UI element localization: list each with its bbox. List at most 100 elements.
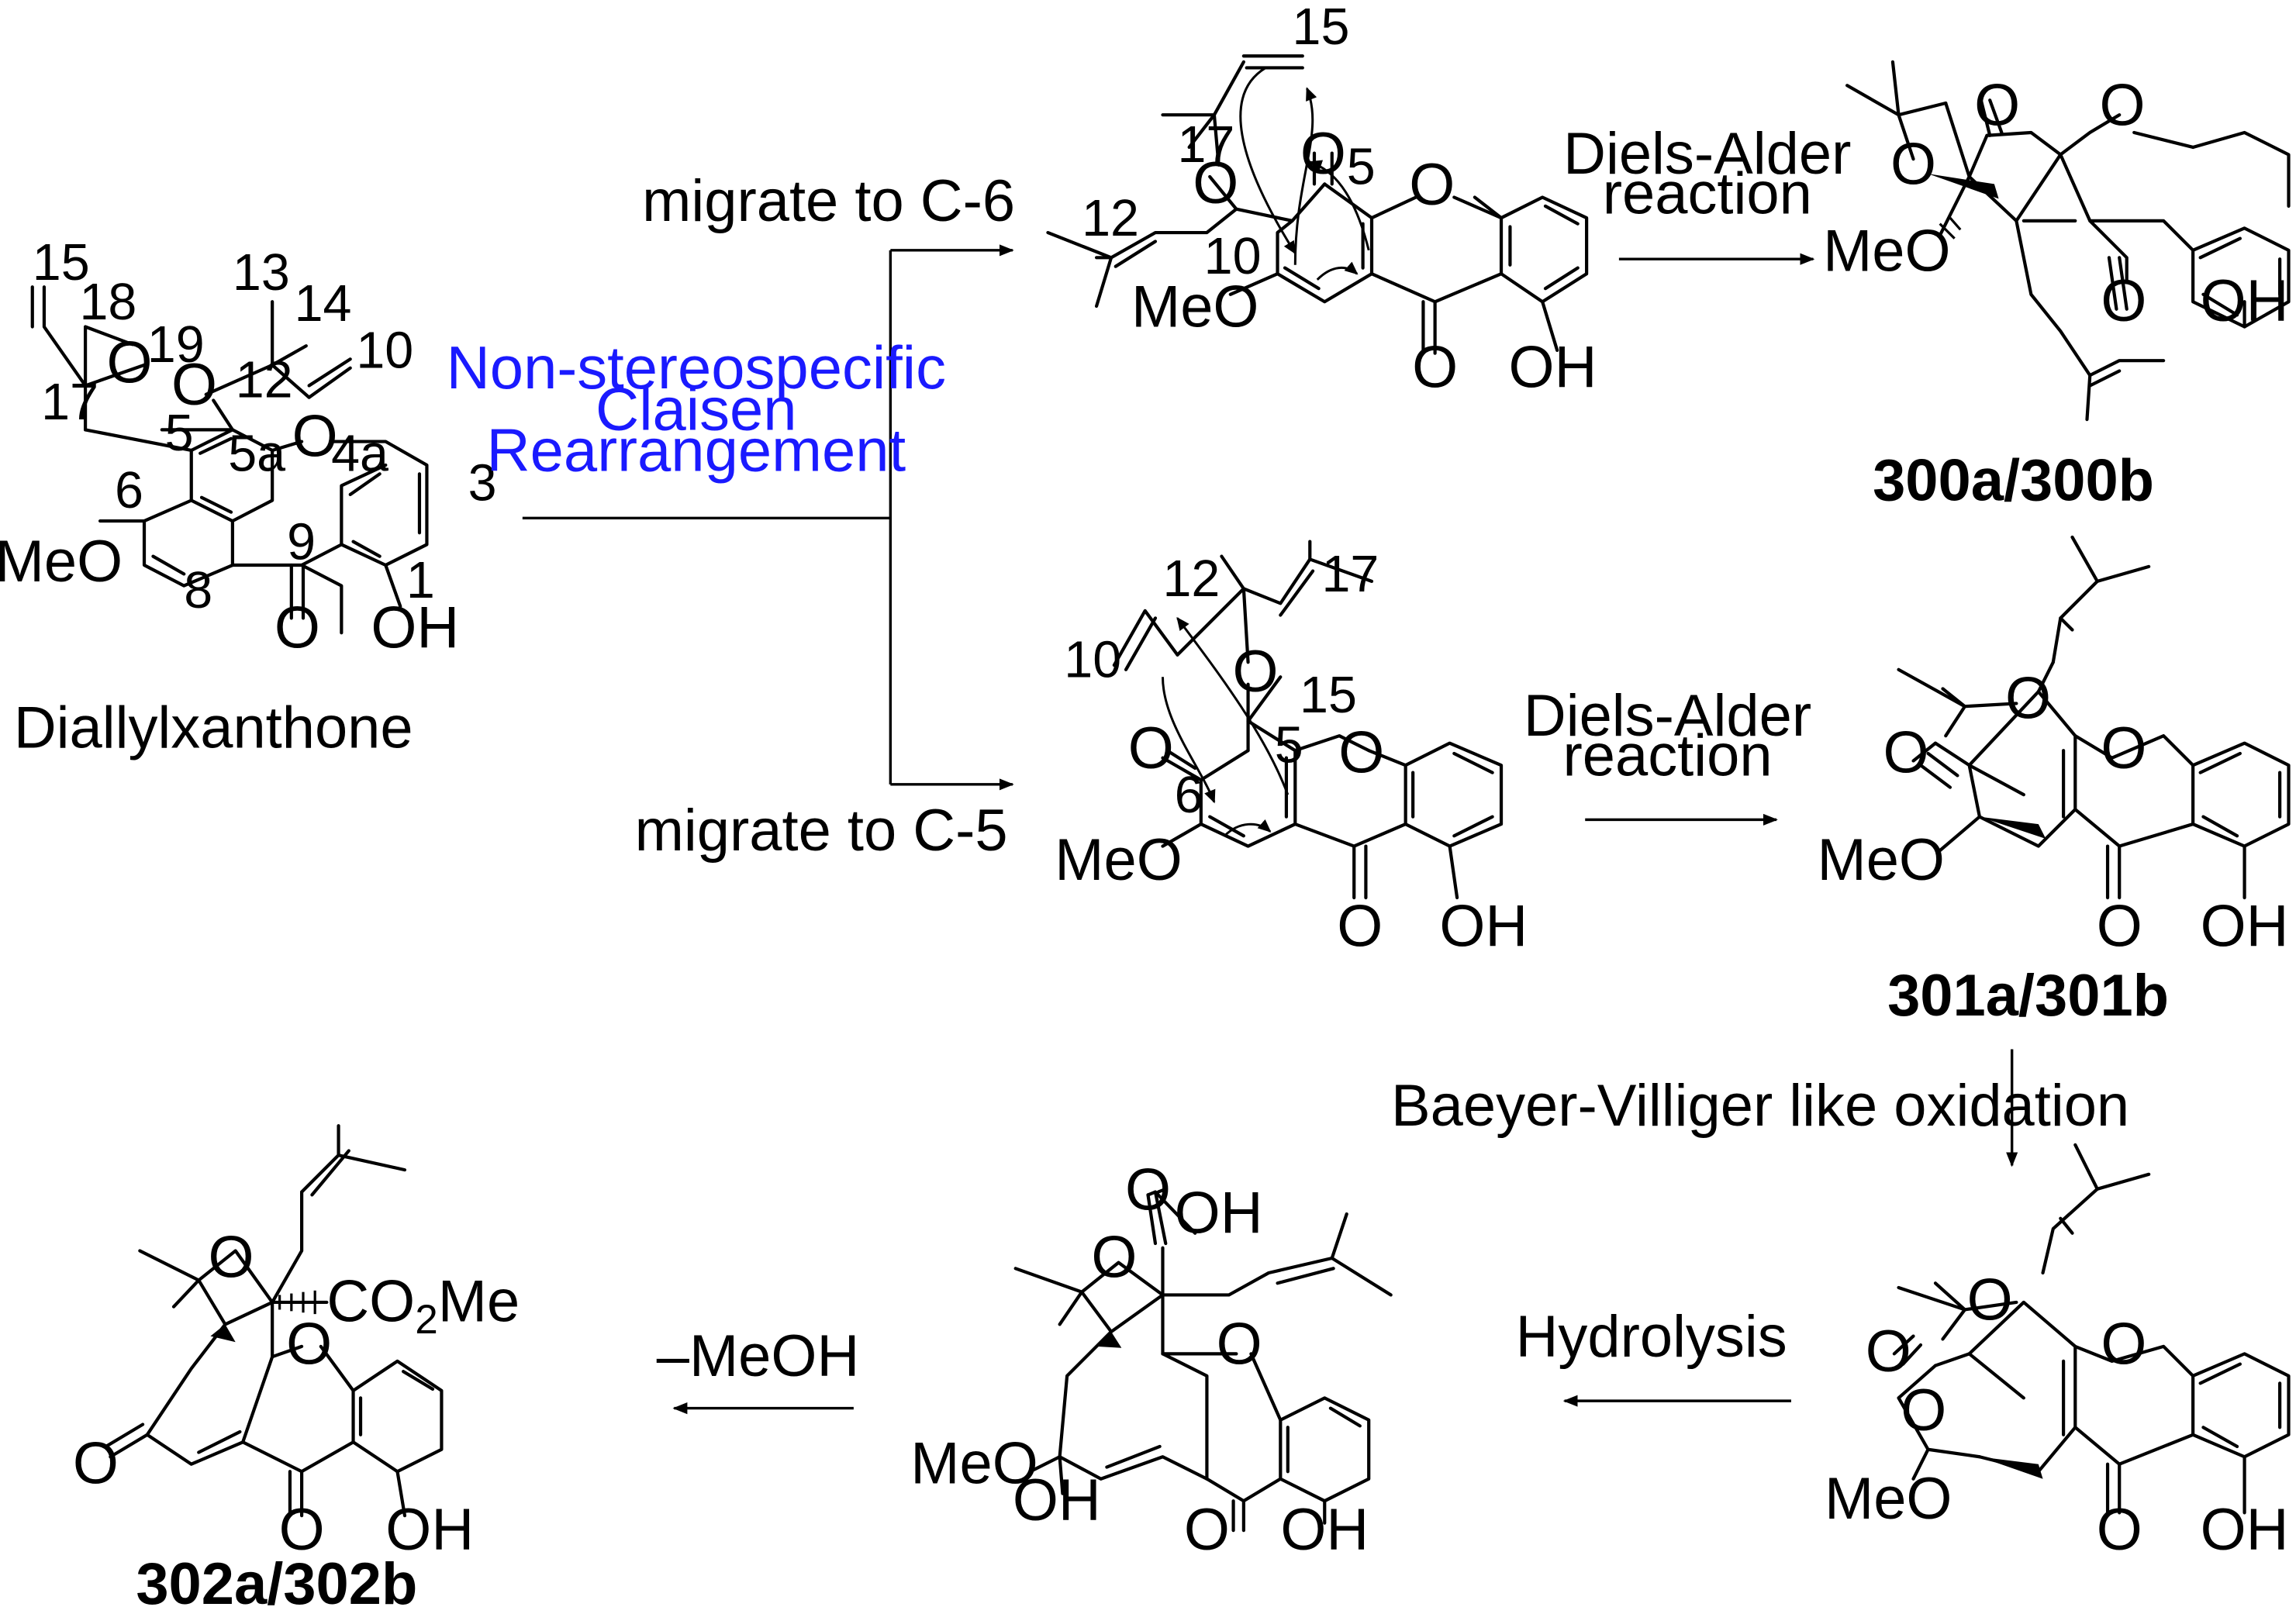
atom-oh: OH — [2201, 268, 2289, 334]
locant-5: 5 — [1275, 716, 1303, 774]
atom-meo: MeO — [1825, 1466, 1952, 1532]
atom-oh: OH — [385, 1497, 474, 1563]
co2me-co: CO — [326, 1269, 415, 1335]
atom-o-ring-furan: O — [1890, 131, 1936, 197]
atom-o-enone-carbonyl: O — [73, 1430, 119, 1496]
locant-17: 17 — [1321, 546, 1379, 603]
atom-o-carbonyl-c9: O — [2097, 1497, 2142, 1563]
locant-12: 12 — [236, 352, 293, 409]
locant-4a: 4a — [331, 426, 388, 483]
atom-o-ring-furan: O — [1091, 1225, 1137, 1291]
atom-meo: MeO — [1817, 827, 1945, 893]
compound-300-label: 300a/300b — [1873, 447, 2154, 513]
locant-13: 13 — [233, 244, 290, 302]
atom-meo: MeO — [910, 1430, 1038, 1496]
locant-14: 14 — [295, 275, 352, 333]
locant-5: 5 — [1347, 138, 1376, 195]
atom-o-ring-furan: O — [1967, 1267, 2013, 1333]
locant-12: 12 — [1082, 190, 1139, 247]
c5-intermediate-structure: O O O MeO O OH 12 17 10 15 5 6 — [1055, 542, 1528, 960]
atom-o-carbonyl-c9: O — [2097, 894, 2142, 960]
atom-o-ring: O — [1338, 720, 1384, 786]
atom-meo: MeO — [0, 529, 123, 595]
atom-oh: OH — [1509, 334, 1597, 400]
co2me-me: Me — [438, 1269, 520, 1335]
atom-o-ring: O — [292, 404, 338, 470]
atom-o-carbonyl-c9: O — [1337, 894, 1383, 960]
atom-o-ether-17: O — [107, 330, 153, 396]
claisen-branch-arrow — [523, 244, 1014, 791]
locant-15: 15 — [1293, 0, 1350, 56]
compound-302-label: 302a/302b — [136, 1551, 417, 1607]
compound-302-structure: O O O O OH CO2Me — [73, 1126, 520, 1563]
route-c6-label: migrate to C-6 — [642, 168, 1015, 234]
atom-o-ring: O — [286, 1312, 332, 1378]
atom-oh: OH — [371, 595, 459, 660]
locant-18: 18 — [79, 274, 136, 331]
atom-oh: OH — [1280, 1497, 1369, 1563]
atom-oh-acid: OH — [1175, 1181, 1263, 1247]
atom-o-ring-furan: O — [2005, 665, 2051, 731]
atom-oh: OH — [1439, 894, 1528, 960]
hydroxy-acid-structure: O O OH O MeO OH O OH — [910, 1157, 1390, 1563]
locant-3: 3 — [468, 454, 497, 512]
c6-intermediate-structure: O O O O OH MeO 15 17 5 12 10 — [1048, 0, 1597, 400]
locant-5: 5 — [165, 405, 194, 462]
compound-301-structure: O O O MeO O OH — [1817, 537, 2288, 960]
start-material-name: Diallylxanthone — [14, 695, 413, 760]
atom-o-carbonyl-c9: O — [279, 1497, 325, 1563]
locant-17: 17 — [41, 374, 98, 431]
claisen-label-line1: Non-stereospecific — [447, 335, 946, 402]
atom-o-carbonyl: O — [274, 595, 320, 660]
locant-12: 12 — [1162, 550, 1220, 608]
locant-10: 10 — [1204, 228, 1262, 285]
atom-o-carbonyl: O — [1974, 72, 2020, 138]
atom-o-carbonyl-c5: O — [1300, 121, 1346, 187]
atom-o-ether: O — [1233, 639, 1279, 705]
hydrolysis-label: Hydrolysis — [1516, 1304, 1787, 1370]
atom-o-carbonyl-c9: O — [2101, 268, 2146, 334]
claisen-label-line2: Claisen — [596, 376, 797, 443]
atom-o-ring: O — [2101, 1312, 2146, 1378]
locant-17: 17 — [1177, 116, 1234, 174]
locant-10: 10 — [356, 322, 413, 380]
atom-o-ring: O — [2100, 72, 2146, 138]
atom-oh-hemiketal: OH — [1013, 1467, 1101, 1533]
locant-5a: 5a — [228, 426, 285, 483]
atom-o-carbonyl-c9: O — [1184, 1497, 1230, 1563]
locant-6: 6 — [1175, 767, 1203, 824]
locant-10: 10 — [1064, 631, 1121, 688]
atom-meo: MeO — [1055, 827, 1183, 893]
atom-o-carbonyl-c9: O — [1412, 334, 1458, 400]
locant-1: 1 — [406, 552, 435, 609]
locant-15: 15 — [1300, 667, 1357, 724]
atom-meo: MeO — [1823, 218, 1951, 284]
locant-8: 8 — [184, 562, 212, 619]
co2me-subscript: 2 — [415, 1297, 438, 1343]
diels-alder-mid-line1: Diels-Alder — [1524, 683, 1811, 749]
compound-300-structure: O O O MeO O OH — [1823, 62, 2288, 419]
atom-o-ring-furan: O — [208, 1225, 254, 1291]
atom-o-carbonyl: O — [1883, 720, 1928, 786]
claisen-label-line3: Rearrangement — [486, 418, 906, 485]
locant-19: 19 — [147, 316, 205, 374]
atom-oh: OH — [2201, 1497, 2289, 1563]
baeyer-villiger-label: Baeyer-Villiger like oxidation — [1391, 1073, 2129, 1139]
atom-o-acid-carbonyl: O — [1125, 1157, 1171, 1222]
locant-9: 9 — [287, 513, 316, 571]
atom-co2me: CO2Me — [326, 1269, 520, 1343]
diels-alder-top-line1: Diels-Alder — [1563, 121, 1851, 187]
atom-o-ring: O — [2101, 716, 2146, 781]
diels-alder-top-line2: reaction — [1603, 160, 1812, 226]
atom-o-ether: O — [1193, 150, 1238, 216]
atom-o-ether-12: O — [171, 352, 217, 418]
route-c5-label: migrate to C-5 — [635, 798, 1008, 864]
atom-meo: MeO — [1131, 274, 1259, 340]
atom-o-ring: O — [1409, 152, 1455, 218]
atom-o-ring: O — [1217, 1312, 1262, 1378]
diels-alder-mid-line2: reaction — [1562, 722, 1772, 788]
compound-301-label: 301a/301b — [1887, 963, 2169, 1029]
diallylxanthone-structure: O O O MeO O OH 1 5 18 19 17 13 14 12 10 5… — [0, 234, 497, 761]
atom-oh: OH — [2201, 894, 2289, 960]
